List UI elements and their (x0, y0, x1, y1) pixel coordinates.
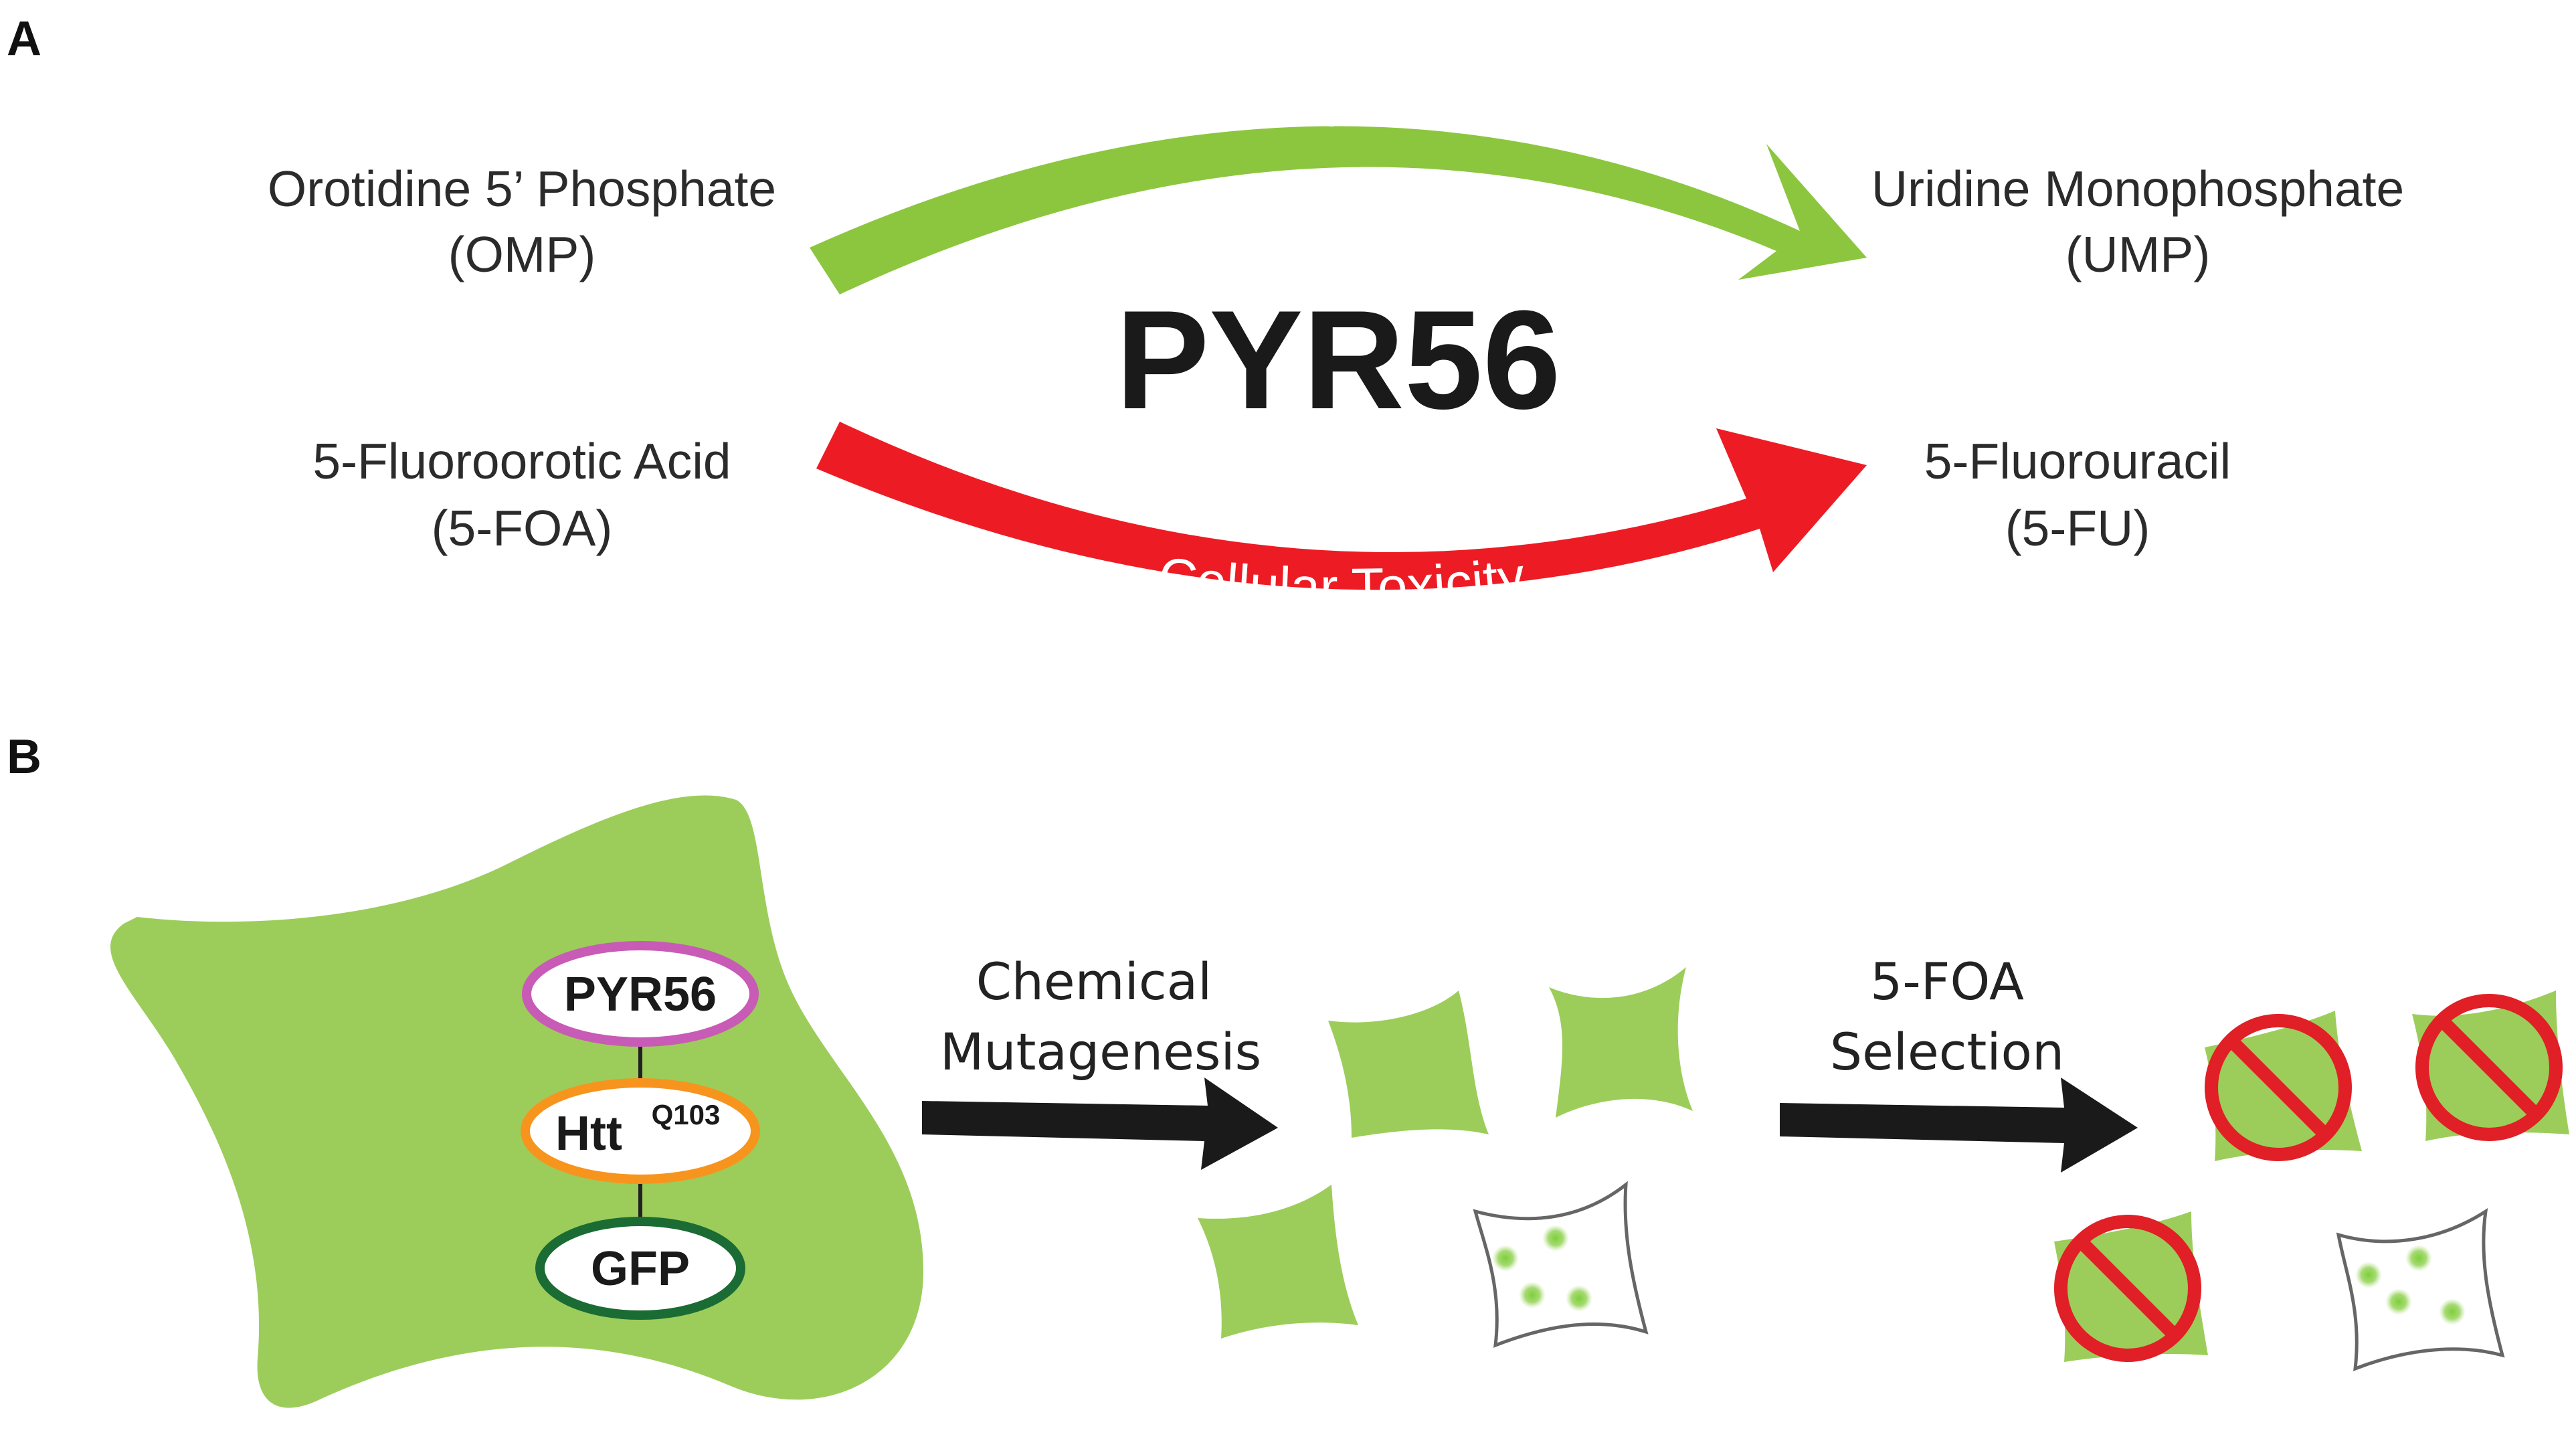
mutant-cell-1 (1328, 991, 1489, 1138)
uracil-synthesis-arrow (810, 126, 1867, 294)
step2-label-line2: Selection (1830, 1022, 2064, 1082)
gfp-aggregate-dot (1566, 1285, 1592, 1312)
omp-abbrev: (OMP) (448, 226, 596, 282)
cellular-toxicity-arrow (816, 422, 1867, 590)
killed-cell-3 (2054, 1211, 2208, 1362)
gfp-aggregate-dot (2405, 1245, 2432, 1272)
gfp-aggregate-dot (1492, 1245, 1519, 1272)
step1-label-line1: Chemical (976, 952, 1212, 1011)
selection-arrow (1780, 1078, 2138, 1173)
omp-name: Orotidine 5’ Phosphate (268, 161, 776, 217)
pyr56-enzyme-label: PYR56 (1115, 281, 1560, 438)
prohibited-icon (2054, 1215, 2201, 1362)
mutant-cell-2 (1549, 967, 1693, 1118)
5foa-abbrev: (5-FOA) (432, 500, 613, 556)
prohibited-icon (2205, 1014, 2352, 1161)
killed-cell-2 (2412, 991, 2569, 1141)
htt-q103-superscript: Q103 (652, 1099, 721, 1130)
gfp-aggregate-dot (1542, 1225, 1569, 1252)
step2-label-line1: 5-FOA (1870, 952, 2024, 1011)
mutagenesis-arrow (922, 1078, 1278, 1170)
cellular-toxicity-label: Cellular Toxicity (1156, 546, 1528, 618)
gfp-oval (535, 1217, 745, 1320)
gfp-aggregate-dot (1519, 1282, 1546, 1308)
gfp-construct-label: GFP (591, 1242, 690, 1296)
panel-a-letter: A (7, 12, 41, 66)
gfp-aggregate-dot (2355, 1262, 2382, 1288)
5fu-abbrev: (5-FU) (2005, 500, 2150, 556)
resistant-cell-a (1473, 1181, 1649, 1348)
mutant-cell-3 (1198, 1185, 1358, 1339)
gfp-aggregate-dot (2439, 1298, 2466, 1325)
large-yeast-cell (110, 795, 923, 1408)
pyr56-construct-label: PYR56 (564, 968, 717, 1021)
gfp-aggregate-dot (2385, 1288, 2412, 1315)
ump-name: Uridine Monophosphate (1871, 161, 2404, 217)
htt-construct-label: Htt (555, 1107, 622, 1161)
5fu-name: 5-Fluorouracil (1924, 433, 2231, 489)
ump-abbrev: (UMP) (2065, 226, 2211, 282)
pyr56-oval (522, 941, 759, 1047)
htt-oval (521, 1078, 760, 1184)
5foa-name: 5-Fluoroorotic Acid (312, 433, 731, 489)
killed-cell-1 (2205, 1011, 2362, 1161)
step1-label-line2: Mutagenesis (940, 1022, 1261, 1082)
panel-b-letter: B (7, 730, 41, 784)
resistant-cell-b (2336, 1207, 2505, 1371)
prohibited-icon (2415, 994, 2563, 1141)
